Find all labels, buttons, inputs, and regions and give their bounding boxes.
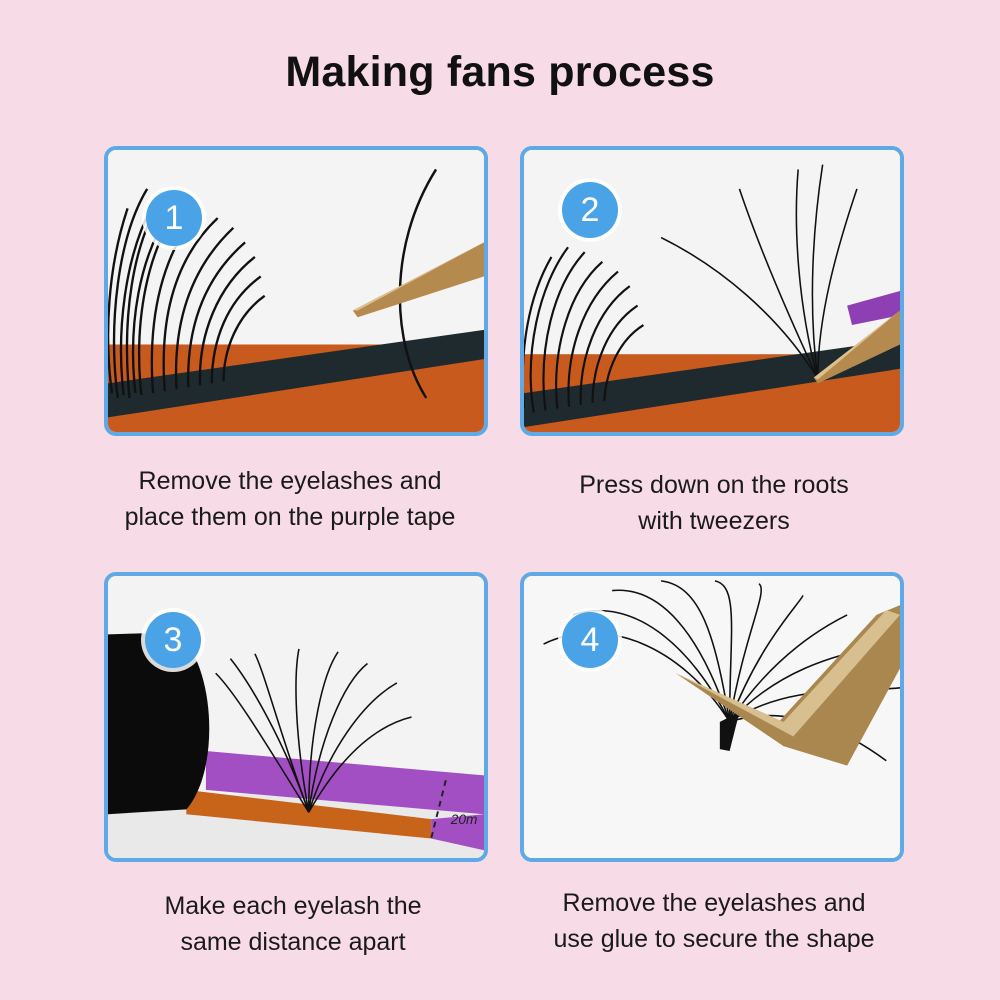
step-3-caption: Make each eyelash the same distance apar… <box>83 888 503 960</box>
page-title: Making fans process <box>285 48 715 96</box>
step-2-caption: Press down on the roots with tweezers <box>504 467 924 539</box>
step-2-badge: 2 <box>562 182 618 238</box>
step-3-caption-line1: Make each eyelash the <box>164 892 422 920</box>
step-4-card: 4 <box>520 572 904 862</box>
step-4-badge: 4 <box>562 612 618 668</box>
step-4-caption-line1: Remove the eyelashes and <box>562 889 866 917</box>
step-2-card: 2 <box>520 146 904 436</box>
step-3-caption-line2: same distance apart <box>180 928 406 956</box>
step-1-caption: Remove the eyelashes and place them on t… <box>80 463 500 535</box>
step-1-card: 1 <box>104 146 488 436</box>
step-2-caption-line1: Press down on the roots <box>579 471 849 499</box>
step-3-tape-mark: 20m <box>450 812 478 827</box>
step-3-badge: 3 <box>145 612 201 668</box>
step-4-caption-line2: use glue to secure the shape <box>553 925 875 953</box>
step-4-caption: Remove the eyelashes and use glue to sec… <box>504 885 924 957</box>
step-1-badge: 1 <box>146 190 202 246</box>
step-2-caption-line2: with tweezers <box>638 507 790 535</box>
step-1-caption-line1: Remove the eyelashes and <box>138 467 442 495</box>
step-1-photo <box>108 150 484 432</box>
step-1-caption-line2: place them on the purple tape <box>124 503 456 531</box>
step-3-card: 20m 3 <box>104 572 488 862</box>
